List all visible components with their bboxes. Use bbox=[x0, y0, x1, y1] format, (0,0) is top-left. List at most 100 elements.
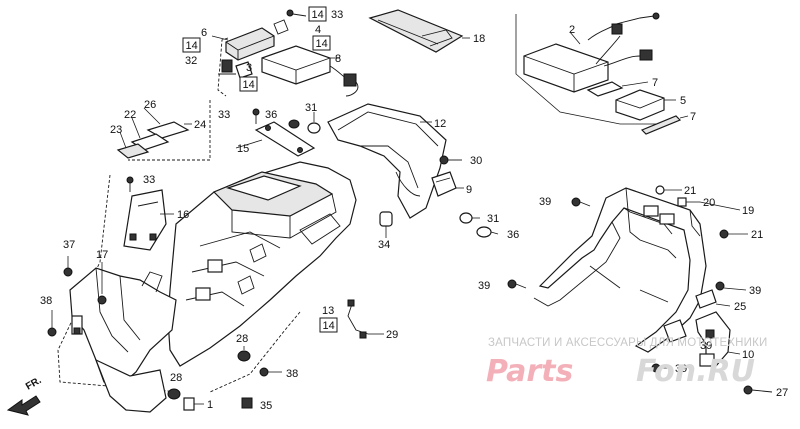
bolt-33-left bbox=[126, 176, 134, 192]
callout-38-bottom: 38 bbox=[286, 368, 298, 380]
bolt-27 bbox=[743, 385, 773, 395]
callout-4: 4 bbox=[315, 24, 321, 36]
part-4-clip bbox=[273, 19, 289, 35]
callout-23: 23 bbox=[110, 124, 122, 136]
bolt-39-rail-bottom bbox=[651, 363, 672, 373]
part-23-plate bbox=[116, 143, 150, 159]
callout-33-mid: 33 bbox=[218, 109, 230, 121]
part-19-grab-rail bbox=[533, 187, 707, 353]
callout-36-lower: 36 bbox=[507, 229, 519, 241]
callout-39-rail-left: 39 bbox=[478, 280, 490, 292]
callout-15: 15 bbox=[237, 143, 249, 155]
part-15-bracket bbox=[254, 121, 316, 157]
part-2-ignitor bbox=[523, 12, 660, 93]
group-outline-fender bbox=[57, 174, 181, 393]
part-28-grommet-left bbox=[167, 388, 181, 400]
callout-2: 2 bbox=[569, 24, 575, 36]
part-10-mount-bracket bbox=[695, 311, 741, 367]
part-17-mud-flap bbox=[94, 358, 167, 413]
part-29-harness-clip bbox=[347, 299, 384, 339]
bolt-38-left bbox=[47, 310, 57, 337]
callout-32: 32 bbox=[185, 55, 197, 67]
ref-box-14-a: 14 bbox=[312, 9, 324, 21]
callout-25: 25 bbox=[734, 301, 746, 313]
callout-22: 22 bbox=[124, 109, 136, 121]
callout-24: 24 bbox=[194, 119, 206, 131]
ref-box-14-c-frame bbox=[182, 37, 201, 53]
watermark-caption: ЗАПЧАСТИ И АКСЕССУАРЫ ДЛЯ МОТОТЕХНИКИ bbox=[488, 337, 768, 349]
bolt-37 bbox=[63, 256, 73, 277]
ref-box-14-b: 14 bbox=[316, 38, 328, 50]
ref-box-14-c: 14 bbox=[186, 40, 198, 52]
callout-7-lower: 7 bbox=[690, 111, 696, 123]
group-outline-top bbox=[217, 37, 229, 97]
watermark-brand-left: Parts bbox=[486, 354, 573, 389]
bolt-39-rail-top bbox=[571, 197, 591, 207]
bolt-38-bottom bbox=[259, 367, 282, 377]
watermark-brand-right: Fon.RU bbox=[636, 354, 755, 389]
callout-7-upper: 7 bbox=[652, 77, 658, 89]
bolt-39-rail-right bbox=[715, 281, 747, 291]
callout-19: 19 bbox=[742, 205, 754, 217]
part-30-screw bbox=[439, 155, 462, 165]
callout-28-right: 28 bbox=[236, 333, 248, 345]
callout-36-upper: 36 bbox=[265, 109, 277, 121]
callout-30: 30 bbox=[470, 155, 482, 167]
callout-21-side: 21 bbox=[751, 229, 763, 241]
callout-6: 6 bbox=[201, 27, 207, 39]
callout-5: 5 bbox=[680, 95, 686, 107]
callout-34: 34 bbox=[378, 239, 390, 251]
part-31-lower-nut bbox=[459, 212, 480, 224]
callout-35: 35 bbox=[260, 400, 272, 412]
part-31-nut bbox=[307, 112, 321, 134]
callout-39-rail-right: 39 bbox=[749, 285, 761, 297]
part-34-grommet bbox=[379, 211, 393, 238]
ref-box-14-d-frame bbox=[239, 76, 258, 92]
callout-17: 17 bbox=[96, 249, 108, 261]
part-1-clip bbox=[183, 397, 204, 411]
callout-13: 13 bbox=[322, 305, 334, 317]
part-25-bracket bbox=[695, 289, 731, 309]
callout-9: 9 bbox=[466, 184, 472, 196]
callout-39-rail-top: 39 bbox=[539, 196, 551, 208]
front-direction-arrow-icon bbox=[6, 395, 41, 416]
callout-33-left: 33 bbox=[143, 174, 155, 186]
part-36-lower-grommet bbox=[476, 226, 499, 238]
ref-box-14-e: 14 bbox=[323, 320, 335, 332]
group-outline-upper-right bbox=[515, 14, 660, 125]
group-outline-bracket bbox=[128, 100, 211, 161]
callout-29: 29 bbox=[386, 329, 398, 341]
callout-3: 3 bbox=[246, 62, 252, 74]
part-9-reflector bbox=[431, 171, 457, 197]
part-7-bracket-upper bbox=[586, 81, 649, 97]
part-13-inner-fender bbox=[167, 161, 357, 367]
part-17-rear-fender-lower bbox=[69, 267, 177, 385]
part-20-collar bbox=[677, 197, 700, 207]
part-6-relay bbox=[225, 27, 275, 61]
bolt-39-rail-left bbox=[507, 279, 527, 289]
callout-38-left: 38 bbox=[40, 295, 52, 307]
callout-39-extra: 39 bbox=[700, 340, 712, 352]
bolt-33-top bbox=[286, 9, 307, 17]
nut-21-top bbox=[655, 185, 682, 195]
callout-20: 20 bbox=[703, 197, 715, 209]
callout-27: 27 bbox=[776, 387, 788, 399]
callout-26: 26 bbox=[144, 99, 156, 111]
callout-31-lower: 31 bbox=[487, 213, 499, 225]
part-12-rear-cowl bbox=[327, 103, 447, 219]
ref-box-14-d: 14 bbox=[243, 79, 255, 91]
part-28-grommet-right bbox=[237, 346, 251, 362]
part-7-strap bbox=[640, 115, 689, 135]
part-8-control-unit bbox=[261, 45, 359, 97]
bolt-33-mid bbox=[252, 108, 260, 124]
callout-39-rail-bottom: 39 bbox=[675, 363, 687, 375]
part-5-box bbox=[615, 89, 676, 121]
part-18-cover bbox=[368, 9, 464, 53]
callout-21-top: 21 bbox=[684, 185, 696, 197]
callout-18: 18 bbox=[473, 33, 485, 45]
nut-21-side bbox=[719, 229, 748, 239]
part-16-splash-guard bbox=[123, 189, 167, 251]
part-35-nut bbox=[241, 397, 253, 409]
part-36-grommet bbox=[288, 119, 300, 129]
